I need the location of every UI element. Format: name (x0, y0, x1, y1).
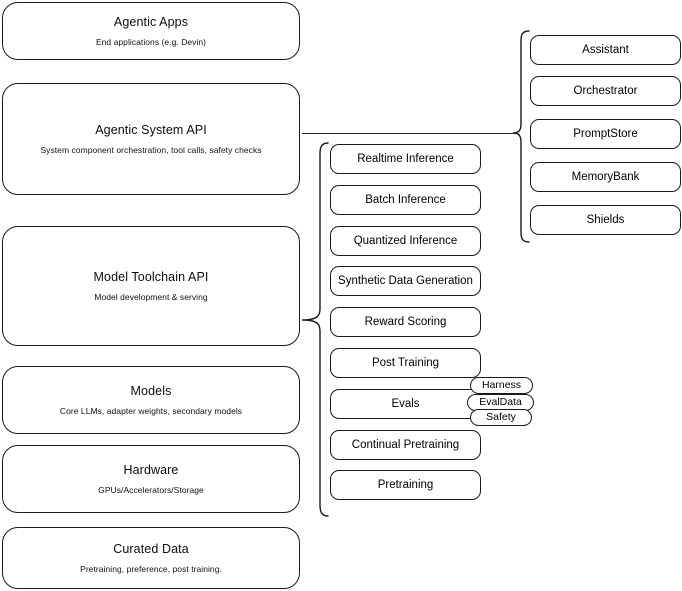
capability-label: Evals (391, 397, 420, 410)
capability-label: Quantized Inference (353, 234, 458, 247)
layer-subtitle: Model development & serving (94, 291, 208, 302)
evals-subitem-label: EvalData (479, 396, 522, 409)
capability-box-batch-inference[interactable]: Batch Inference (330, 185, 481, 215)
component-label: Orchestrator (573, 84, 638, 97)
layer-box-curated-data[interactable]: Curated Data Pretraining, preference, po… (2, 527, 300, 589)
evals-subitem-harness[interactable]: Harness (470, 377, 533, 394)
capability-box-pretraining[interactable]: Pretraining (330, 470, 481, 500)
capability-label: Post Training (371, 356, 440, 369)
capability-box-realtime-inference[interactable]: Realtime Inference (330, 144, 481, 174)
component-label: Shields (586, 213, 625, 226)
capability-box-quantized-inference[interactable]: Quantized Inference (330, 226, 481, 256)
brace-system-components (512, 29, 532, 245)
component-box-shields[interactable]: Shields (530, 205, 681, 235)
connector-system-api-to-components (302, 132, 514, 134)
capability-label: Pretraining (377, 478, 434, 491)
layer-title: Model Toolchain API (93, 269, 209, 284)
layer-title: Hardware (123, 462, 179, 477)
capability-box-synthetic-data-generation[interactable]: Synthetic Data Generation (330, 266, 481, 296)
component-label: Assistant (582, 43, 629, 56)
evals-subitem-safety[interactable]: Safety (470, 409, 532, 426)
layer-subtitle: Core LLMs, adapter weights, secondary mo… (59, 405, 243, 416)
evals-subitem-label: Harness (481, 379, 522, 392)
component-box-promptstore[interactable]: PromptStore (530, 119, 681, 149)
capability-box-reward-scoring[interactable]: Reward Scoring (330, 307, 481, 337)
layer-title: Agentic System API (95, 122, 207, 137)
component-box-memorybank[interactable]: MemoryBank (530, 162, 681, 192)
capability-label: Synthetic Data Generation (338, 274, 473, 287)
layer-subtitle: GPUs/Accelerators/Storage (98, 484, 204, 495)
component-box-orchestrator[interactable]: Orchestrator (530, 76, 681, 106)
layer-box-models[interactable]: Models Core LLMs, adapter weights, secon… (2, 366, 300, 434)
brace-left-icon (301, 142, 329, 517)
capability-box-continual-pretraining[interactable]: Continual Pretraining (330, 430, 481, 460)
capability-label: Reward Scoring (364, 315, 447, 328)
layer-box-hardware[interactable]: Hardware GPUs/Accelerators/Storage (2, 445, 300, 513)
brace-left-icon (512, 30, 530, 243)
component-label: PromptStore (573, 127, 638, 140)
evals-subitem-label: Safety (486, 411, 516, 424)
brace-toolchain-capabilities (300, 141, 332, 521)
layer-subtitle: Pretraining, preference, post training. (80, 563, 222, 574)
layer-box-model-toolchain-api[interactable]: Model Toolchain API Model development & … (2, 226, 300, 346)
capability-box-post-training[interactable]: Post Training (330, 348, 481, 378)
component-label: MemoryBank (571, 170, 640, 183)
capability-box-evals[interactable]: Evals (330, 389, 481, 419)
layer-box-agentic-system-api[interactable]: Agentic System API System component orch… (2, 83, 300, 195)
component-box-assistant[interactable]: Assistant (530, 35, 681, 65)
layer-title: Curated Data (113, 541, 189, 556)
capability-label: Realtime Inference (357, 152, 454, 165)
layer-title: Models (130, 383, 172, 398)
capability-label: Continual Pretraining (351, 438, 460, 451)
layer-subtitle: End applications (e.g. Devin) (95, 36, 207, 47)
layer-title: Agentic Apps (113, 14, 189, 29)
layer-subtitle: System component orchestration, tool cal… (40, 144, 262, 155)
capability-label: Batch Inference (365, 193, 446, 206)
layer-box-agentic-apps[interactable]: Agentic Apps End applications (e.g. Devi… (2, 2, 300, 60)
